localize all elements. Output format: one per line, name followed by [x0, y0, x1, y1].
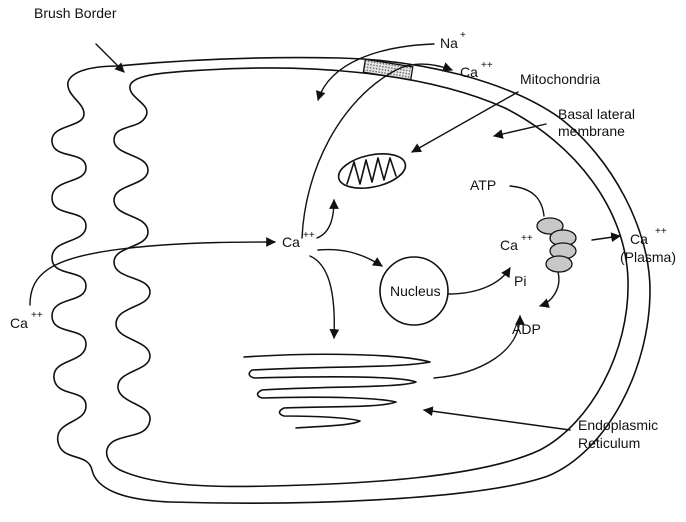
er-label-line2: Reticulum	[578, 435, 640, 451]
endoplasmic-reticulum	[244, 354, 430, 428]
ca-to-mitochondria-arrow	[317, 200, 334, 238]
ca-top-charge: ++	[481, 60, 493, 71]
ca-plasma-label: Ca	[630, 231, 648, 247]
brush-border-label: Brush Border	[34, 5, 117, 21]
mitochondrion	[335, 148, 408, 193]
ca-pump-label: Ca	[500, 237, 518, 253]
ca-exit-top-arrow	[302, 64, 452, 238]
pi-label: Pi	[514, 273, 526, 289]
atp-label: ATP	[470, 177, 496, 193]
na-label: Na	[440, 35, 458, 51]
calcium-pump-proteins	[537, 218, 576, 272]
ca-to-er-arrow	[310, 256, 334, 338]
basal-membrane-label: membrane	[558, 123, 625, 139]
ca-pump-charge: ++	[521, 233, 533, 244]
ca-left-label: Ca	[10, 315, 28, 331]
ca-center-label: Ca	[282, 234, 300, 250]
pump-to-adp-arrow	[540, 272, 559, 306]
nucleus-to-pump-arrow	[448, 268, 510, 294]
cell-membrane-inner	[107, 68, 628, 486]
ca-left-charge: ++	[31, 310, 43, 321]
er-label-line1: Endoplasmic	[578, 417, 658, 433]
er-pointer-arrow	[424, 410, 570, 430]
ca-entry-arrow	[30, 242, 275, 305]
adp-label: ADP	[512, 321, 541, 337]
brush-border-pointer-arrow	[96, 44, 124, 72]
basal-membrane-pointer-arrow	[494, 124, 546, 136]
mitochondria-label: Mitochondria	[520, 71, 600, 87]
nucleus-label: Nucleus	[390, 283, 441, 299]
sodium-channel-protein	[363, 59, 412, 79]
mitochondria-pointer-arrow	[412, 92, 518, 152]
er-to-pi-arrow	[434, 316, 520, 378]
na-charge: +	[460, 30, 466, 41]
ca-plasma-charge: ++	[655, 226, 667, 237]
ca-top-label: Ca	[460, 64, 478, 80]
ca-to-plasma-arrow	[592, 236, 620, 240]
plasma-label: (Plasma)	[620, 249, 676, 265]
basal-lateral-label: Basal lateral	[558, 106, 635, 122]
ca-to-nucleus-arrow	[318, 250, 382, 266]
ca-center-charge: ++	[303, 230, 315, 241]
atp-to-pump-arrow	[510, 186, 544, 216]
